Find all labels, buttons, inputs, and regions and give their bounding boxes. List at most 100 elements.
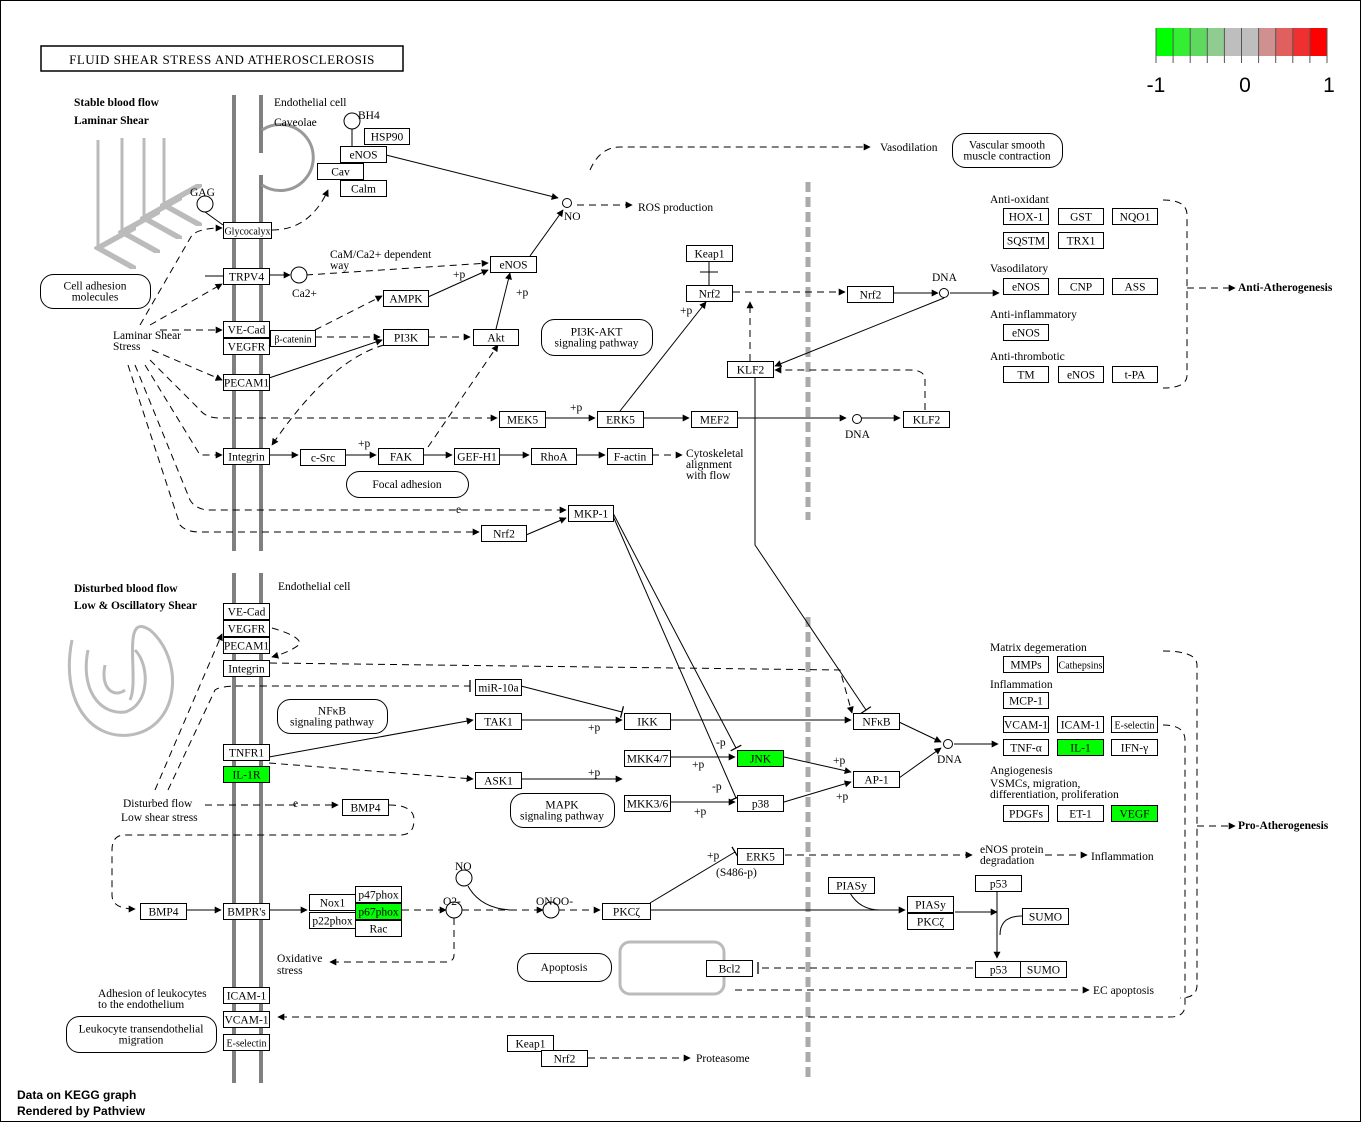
gene-node-glycocalyx[interactable]: Glycocalyx [223,222,272,239]
gene-node-mkp-1[interactable]: MKP-1 [568,505,614,522]
gene-node-ask1[interactable]: ASK1 [475,772,522,789]
gene-node-vcam-1[interactable]: VCAM-1 [223,1011,270,1028]
gene-node-nrf2[interactable]: Nrf2 [541,1050,588,1067]
gene-node-il-1[interactable]: IL-1 [1057,739,1104,756]
compound-circle[interactable] [943,739,953,749]
compound-circle[interactable] [455,869,473,887]
gene-node-pkc[interactable]: PKCζ [907,913,954,930]
compound-circle[interactable] [445,901,463,919]
gene-node-mkk3-6[interactable]: MKK3/6 [624,795,671,812]
gene-node-ve-cad[interactable]: VE-Cad [223,321,270,338]
gene-node-sumo[interactable]: SUMO [1020,961,1067,978]
compound-circle[interactable] [343,112,361,130]
gene-node-pi3k[interactable]: PI3K [383,329,429,346]
gene-node-trx1[interactable]: TRX1 [1058,232,1104,249]
gene-node-tnf[interactable]: TNF-α [1003,739,1049,756]
gene-node-pecam1[interactable]: PECAM1 [223,374,270,391]
gene-node-il-1r[interactable]: IL-1R [223,766,270,783]
gene-node-erk5[interactable]: ERK5 [597,411,644,428]
gene-node-vegfr[interactable]: VEGFR [223,338,270,355]
gene-node-p38[interactable]: p38 [737,795,784,812]
gene-node-e-selectin[interactable]: E-selectin [1111,716,1158,733]
gene-node-gst[interactable]: GST [1058,208,1104,225]
gene-node-klf2[interactable]: KLF2 [903,411,950,428]
gene-node-mir-10a[interactable]: miR-10a [475,679,522,696]
gene-node-keap1[interactable]: Keap1 [507,1035,554,1052]
gene-node-ifn[interactable]: IFN-γ [1111,739,1158,756]
gene-node-c-src[interactable]: c-Src [300,449,346,466]
gene-node-erk5[interactable]: ERK5 [737,848,784,865]
gene-node-ampk[interactable]: AMPK [383,290,429,307]
compound-circle[interactable] [852,414,862,424]
compound-circle[interactable] [562,198,572,208]
gene-node-mcp-1[interactable]: MCP-1 [1003,692,1049,709]
gene-node-p53[interactable]: p53 [975,875,1022,892]
gene-node-bmpr-s[interactable]: BMPR's [223,903,270,920]
compound-circle[interactable] [196,195,214,213]
gene-node-tak1[interactable]: TAK1 [475,713,522,730]
gene-node-ve-cad[interactable]: VE-Cad [223,603,270,620]
gene-node-ass[interactable]: ASS [1112,278,1158,295]
gene-node-piasy[interactable]: PIASy [828,877,875,894]
gene-node-akt[interactable]: Akt [473,329,519,346]
gene-node-mkk4-7[interactable]: MKK4/7 [624,750,671,767]
gene-node-ikk[interactable]: IKK [624,713,671,730]
gene-node-pdgfs[interactable]: PDGFs [1003,805,1049,822]
gene-node-sqstm[interactable]: SQSTM [1003,232,1049,249]
gene-node-integrin[interactable]: Integrin [223,660,270,677]
gene-node-nox1[interactable]: Nox1 [309,894,356,911]
gene-node-p53[interactable]: p53 [975,961,1022,978]
gene-node-enos[interactable]: eNOS [340,146,387,163]
gene-node-enos[interactable]: eNOS [1003,278,1049,295]
gene-node-catenin[interactable]: β-catenin [270,330,316,347]
gene-node-bmp4[interactable]: BMP4 [342,799,389,816]
gene-node-bcl2[interactable]: Bcl2 [706,960,753,977]
compound-circle[interactable] [290,266,308,284]
gene-node-trpv4[interactable]: TRPV4 [223,268,270,285]
gene-node-klf2[interactable]: KLF2 [727,361,774,378]
gene-node-t-pa[interactable]: t-PA [1112,366,1158,383]
gene-node-hox-1[interactable]: HOX-1 [1003,208,1049,225]
gene-node-gef-h1[interactable]: GEF-H1 [454,448,500,465]
gene-node-et-1[interactable]: ET-1 [1057,805,1104,822]
gene-node-nrf2[interactable]: Nrf2 [847,286,894,303]
gene-node-integrin[interactable]: Integrin [223,448,270,465]
gene-node-mmps[interactable]: MMPs [1003,656,1049,673]
gene-node-enos[interactable]: eNOS [1058,366,1104,383]
gene-node-p22phox[interactable]: p22phox [309,912,356,929]
gene-node-ap-1[interactable]: AP-1 [853,771,900,788]
gene-node-fak[interactable]: FAK [378,448,424,465]
gene-node-piasy[interactable]: PIASy [907,896,954,913]
gene-node-pecam1[interactable]: PECAM1 [223,637,270,654]
gene-node-vegfr[interactable]: VEGFR [223,620,270,637]
pathway-map-apoptosis[interactable]: Apoptosis [517,953,612,982]
gene-node-p67phox[interactable]: p67phox [355,903,402,920]
gene-node-tm[interactable]: TM [1003,366,1049,383]
gene-node-cathepsins[interactable]: Cathepsins [1057,656,1104,673]
gene-node-enos[interactable]: eNOS [490,256,537,273]
gene-node-vcam-1[interactable]: VCAM-1 [1003,716,1049,733]
gene-node-jnk[interactable]: JNK [737,750,784,767]
gene-node-e-selectin[interactable]: E-selectin [223,1034,270,1051]
gene-node-nf-b[interactable]: NFκB [853,713,900,730]
gene-node-nqo1[interactable]: NQO1 [1112,208,1158,225]
gene-node-cav[interactable]: Cav [317,163,364,180]
gene-node-bmp4[interactable]: BMP4 [140,903,187,920]
gene-node-nrf2[interactable]: Nrf2 [481,525,527,542]
gene-node-calm[interactable]: Calm [340,180,387,197]
gene-node-cnp[interactable]: CNP [1058,278,1104,295]
gene-node-enos[interactable]: eNOS [1003,324,1049,341]
gene-node-pkc[interactable]: PKCζ [602,903,651,920]
gene-node-mef2[interactable]: MEF2 [691,411,738,428]
gene-node-keap1[interactable]: Keap1 [686,245,733,262]
gene-node-nrf2[interactable]: Nrf2 [686,285,733,302]
gene-node-vegf[interactable]: VEGF [1111,805,1158,822]
gene-node-sumo[interactable]: SUMO [1022,908,1069,925]
gene-node-tnfr1[interactable]: TNFR1 [223,744,270,761]
